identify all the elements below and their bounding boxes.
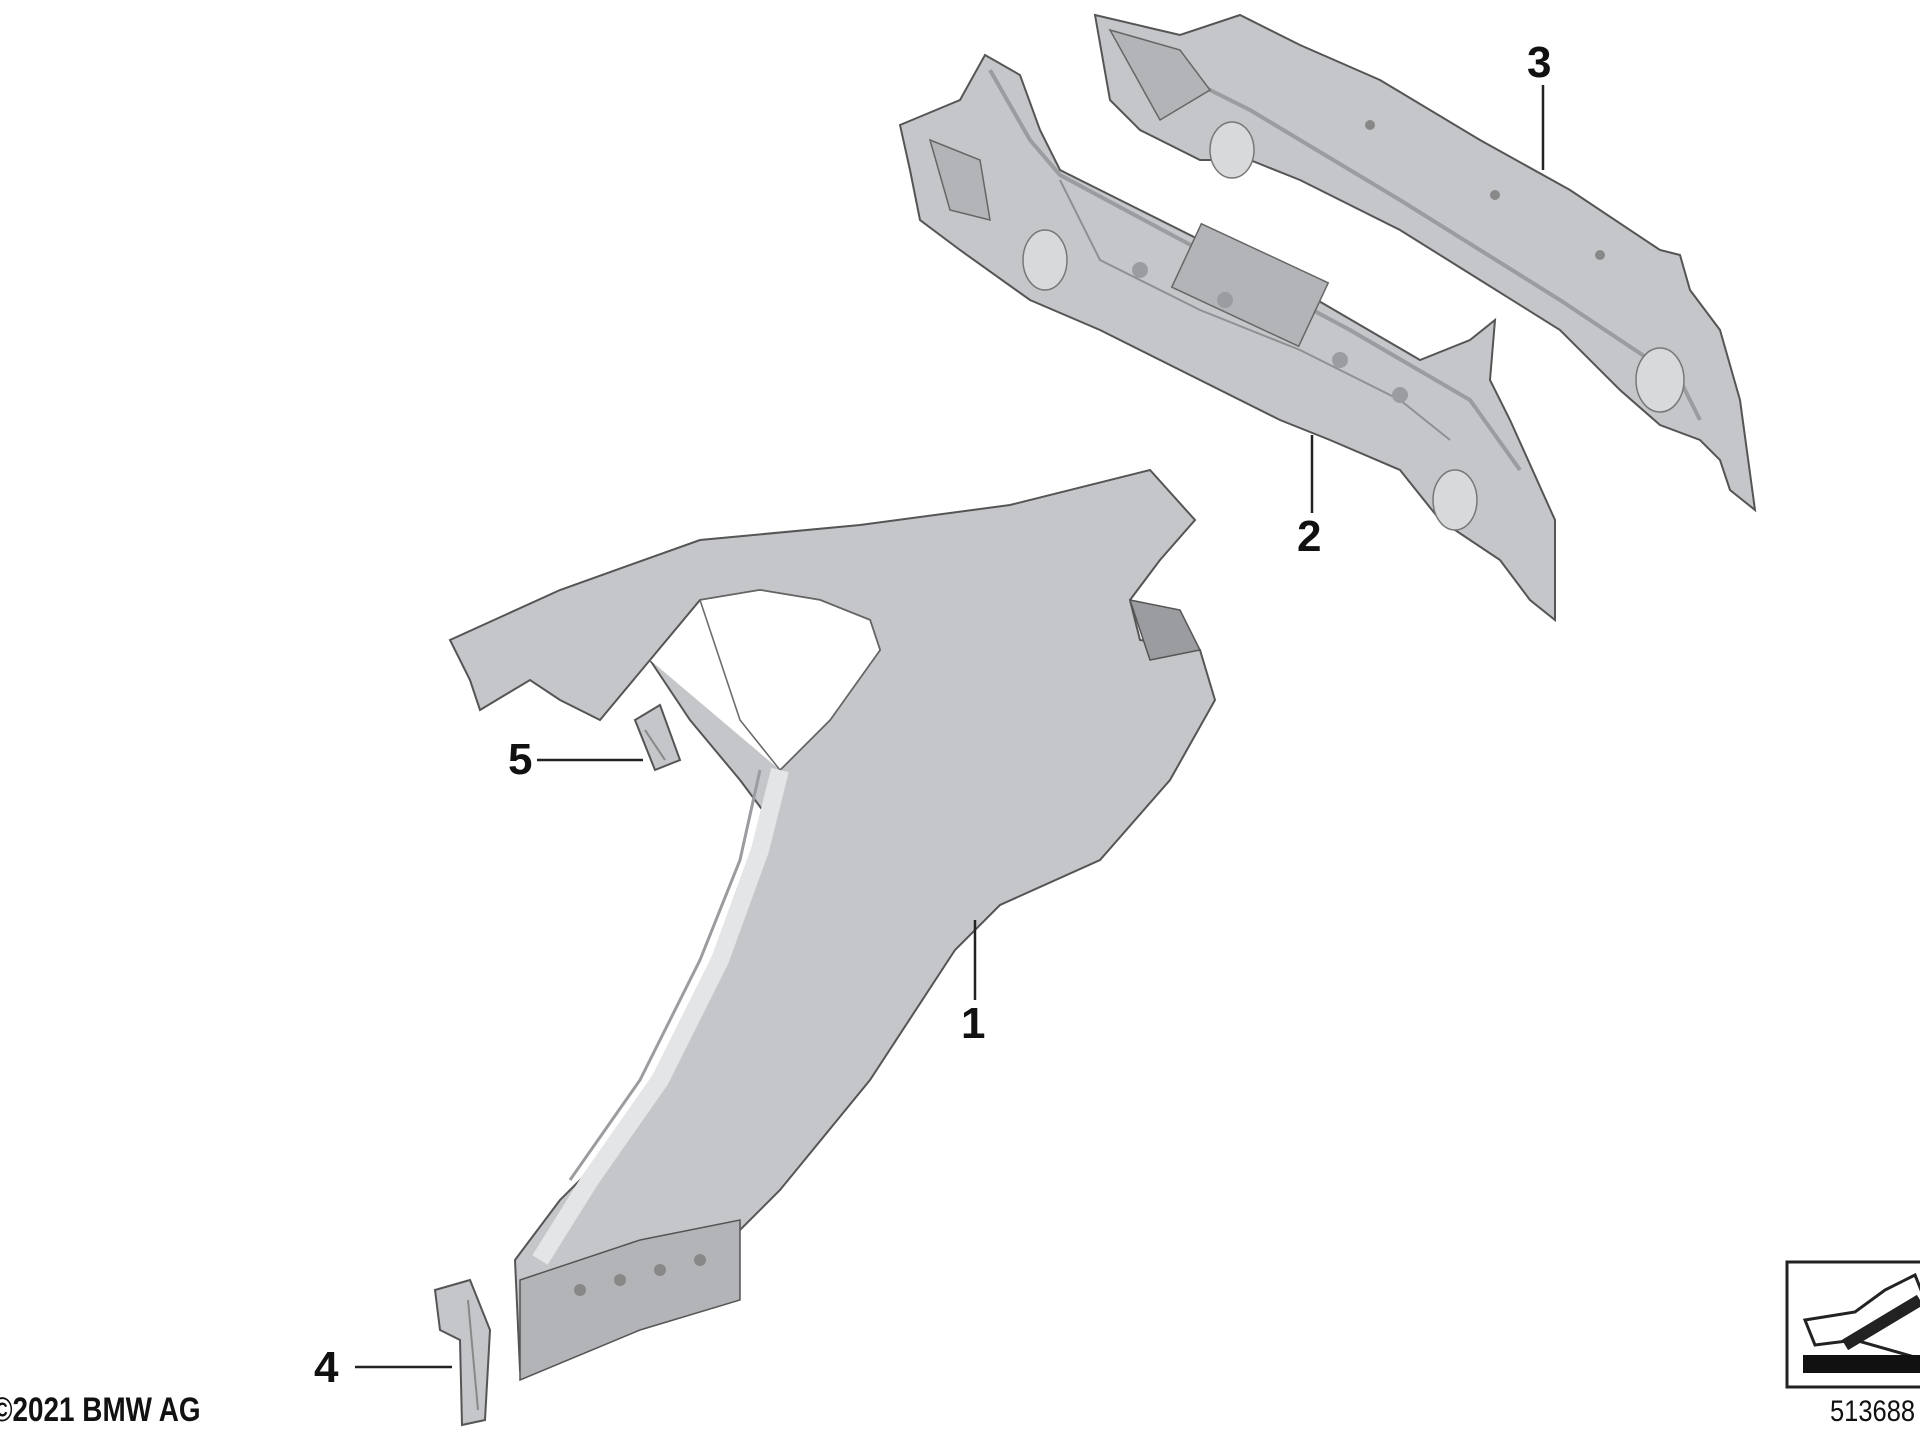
part-1-side-panel[interactable] [448, 468, 1217, 1382]
callout-3: 3 [1527, 38, 1552, 87]
part-5-bracket[interactable] [633, 703, 682, 772]
callout-2: 2 [1297, 512, 1322, 561]
callout-4: 4 [314, 1343, 339, 1392]
diagram-reference-number: 513688 [1830, 1395, 1916, 1428]
part-3-rear-panel[interactable] [1093, 13, 1757, 513]
part-4-lower-bracket[interactable] [433, 1278, 492, 1427]
car-orientation-icon [1785, 1260, 1920, 1389]
callout-1: 1 [961, 999, 986, 1048]
copyright-notice: ©2021 BMW AG [0, 1391, 201, 1429]
callout-5: 5 [508, 735, 533, 784]
part-2-rear-inner-panel[interactable] [898, 53, 1556, 623]
leader-lines [355, 85, 1545, 1369]
